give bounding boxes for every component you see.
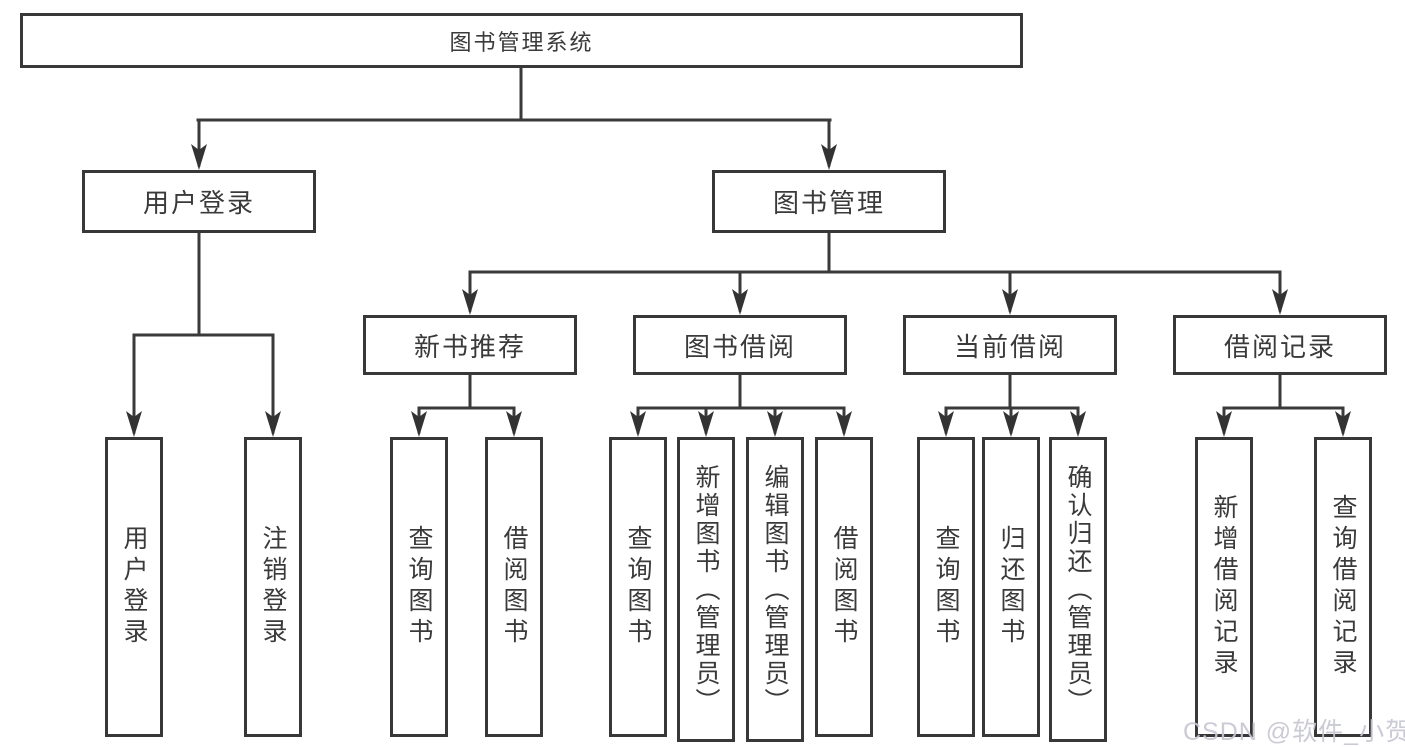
node-user-login: 用户登录 (82, 170, 316, 233)
connector-root-to-level2 (196, 66, 832, 167)
connector-newbook-to-leaves (417, 373, 516, 434)
node-borrowing-records: 借阅记录 (1173, 315, 1387, 375)
leaf-confirm-return-admin: 确认归还（管理员） (1049, 437, 1107, 742)
node-current-borrowing: 当前借阅 (903, 315, 1117, 375)
node-new-book-recommendation: 新书推荐 (363, 315, 577, 375)
leaf-borrow-books: 借阅图书 (815, 437, 873, 737)
leaf-borrow-books-recommend: 借阅图书 (485, 437, 543, 737)
node-book-borrowing: 图书借阅 (633, 315, 847, 375)
leaf-add-borrow-record: 新增借阅记录 (1195, 437, 1253, 737)
node-book-management: 图书管理 (712, 170, 946, 233)
leaf-add-books-admin: 新增图书（管理员） (677, 437, 735, 742)
leaf-return-books: 归还图书 (982, 437, 1040, 737)
connector-borrowrecord-to-leaves (1222, 373, 1345, 434)
leaf-user-login: 用户登录 (105, 437, 163, 737)
connector-userlogin-to-leaves (132, 231, 275, 434)
connector-bookmgmt-to-level3 (468, 231, 1282, 312)
leaf-logout: 注销登录 (244, 437, 302, 737)
leaf-edit-books-admin: 编辑图书（管理员） (746, 437, 804, 742)
leaf-query-books-borrow: 查询图书 (609, 437, 667, 737)
arrowheads (126, 144, 1351, 437)
leaf-query-books-recommend: 查询图书 (390, 437, 448, 737)
csdn-watermark: CSDN @软件_小贺同学 (1183, 718, 1405, 746)
connector-bookborrow-to-leaves (636, 373, 846, 434)
leaf-query-borrow-record: 查询借阅记录 (1314, 437, 1372, 737)
node-library-management-system: 图书管理系统 (20, 13, 1023, 68)
leaf-query-books-current: 查询图书 (917, 437, 975, 737)
